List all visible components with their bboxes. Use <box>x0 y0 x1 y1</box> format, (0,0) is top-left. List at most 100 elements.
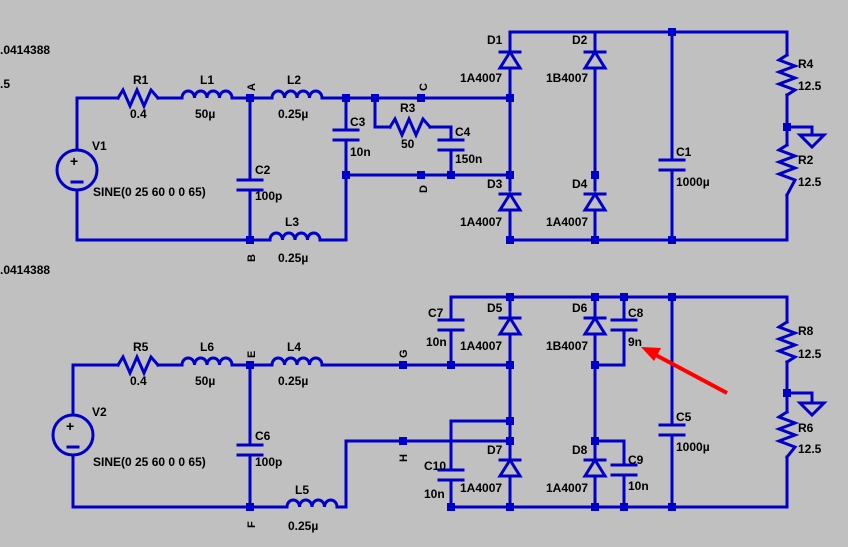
label-d3-value: 1A4007 <box>460 215 502 229</box>
label-d2-value: 1B4007 <box>546 71 588 85</box>
label-d3-name: D3 <box>487 177 503 191</box>
capacitor-c1[interactable] <box>658 158 686 172</box>
label-l4-name: L4 <box>287 340 301 354</box>
label-c10-name: C10 <box>424 459 446 473</box>
label-c10-value: 10n <box>424 487 445 501</box>
resistor-r8[interactable] <box>774 319 800 365</box>
label-c1-value: 1000µ <box>676 175 710 189</box>
node-label-e: E <box>246 351 258 358</box>
capacitor-c4[interactable] <box>437 138 465 152</box>
capacitor-c9[interactable] <box>610 463 638 477</box>
wire <box>593 439 626 467</box>
label-d2-name: D2 <box>572 33 588 47</box>
label-d7-name: D7 <box>487 443 503 457</box>
label-r1-name: R1 <box>133 73 149 87</box>
label-d7-value: 1A4007 <box>460 481 502 495</box>
label-l6-name: L6 <box>200 340 214 354</box>
label-c3-name: C3 <box>350 115 366 129</box>
diode-d3[interactable] <box>497 191 523 212</box>
resistor-r3[interactable] <box>387 115 433 139</box>
capacitor-c8[interactable] <box>610 318 638 332</box>
label-v1-value: SINE(0 25 60 0 0 65) <box>93 185 206 199</box>
capacitor-c10[interactable] <box>437 468 465 482</box>
node-label-a: A <box>246 83 258 91</box>
voltage-source-v1[interactable] <box>55 148 99 192</box>
inductor-l5[interactable] <box>285 498 339 509</box>
label-c7-value: 10n <box>426 335 447 349</box>
label-r8-value: 12.5 <box>798 347 822 361</box>
wire <box>449 455 789 509</box>
label-c7-name: C7 <box>428 306 444 320</box>
label-d4-value: 1A4007 <box>546 215 588 229</box>
capacitor-c6[interactable] <box>236 443 264 457</box>
label-l2-value: 0.25µ <box>278 107 308 121</box>
wire <box>785 125 814 137</box>
top-circuit: + <box>55 28 828 265</box>
clipped-value-3: .0414388 <box>0 263 50 277</box>
label-c8-value: 9n <box>628 335 642 349</box>
clipped-value-1: .0414388 <box>0 43 50 57</box>
label-r6-name: R6 <box>798 421 814 435</box>
resistor-r4[interactable] <box>774 52 800 98</box>
label-l3-value: 0.25µ <box>278 251 308 265</box>
diode-d5[interactable] <box>497 315 523 336</box>
label-c5-name: C5 <box>676 410 692 424</box>
node-label-h: H <box>398 454 410 462</box>
resistor-r1[interactable] <box>115 86 161 110</box>
label-r3-name: R3 <box>400 101 416 115</box>
bottom-circuit: + <box>51 293 828 533</box>
label-r2-value: 12.5 <box>798 175 822 189</box>
junctions <box>246 28 791 244</box>
capacitor-c2[interactable] <box>236 178 264 192</box>
capacitor-c7[interactable] <box>437 318 465 332</box>
label-l5-value: 0.25µ <box>288 519 318 533</box>
label-c4-name: C4 <box>455 125 471 139</box>
diode-d4[interactable] <box>582 191 608 212</box>
capacitor-c3[interactable] <box>332 128 360 142</box>
label-c6-name: C6 <box>255 429 271 443</box>
label-r1-value: 0.4 <box>130 107 147 121</box>
label-l4-value: 0.25µ <box>278 374 308 388</box>
label-d1-name: D1 <box>487 33 503 47</box>
label-d1-value: 1A4007 <box>460 71 502 85</box>
label-l5-name: L5 <box>295 483 309 497</box>
diode-d8[interactable] <box>582 457 608 478</box>
diode-d6[interactable] <box>582 315 608 336</box>
label-v1-name: V1 <box>92 139 107 153</box>
wire <box>449 295 789 324</box>
label-v2-name: V2 <box>92 405 107 419</box>
annotation-arrow <box>641 347 728 395</box>
label-d6-name: D6 <box>572 301 588 315</box>
node-label-c: C <box>418 83 430 91</box>
label-l1-name: L1 <box>200 73 214 87</box>
label-c9-name: C9 <box>628 453 644 467</box>
wire <box>508 193 789 242</box>
label-d6-value: 1B4007 <box>546 339 588 353</box>
label-r8-name: R8 <box>798 324 814 338</box>
diode-d1[interactable] <box>497 49 523 70</box>
label-r4-name: R4 <box>798 57 814 71</box>
plus-sign: + <box>70 153 78 169</box>
inductor-l1[interactable] <box>180 89 234 100</box>
label-r2-name: R2 <box>798 153 814 167</box>
label-r4-value: 12.5 <box>798 79 822 93</box>
label-r5-value: 0.4 <box>130 374 147 388</box>
voltage-source-v2[interactable] <box>51 413 95 457</box>
resistor-r2[interactable] <box>774 142 800 198</box>
label-d5-name: D5 <box>487 301 503 315</box>
wire <box>428 125 453 142</box>
inductor-l6[interactable] <box>180 356 234 367</box>
label-r3-value: 50 <box>401 137 415 151</box>
inductor-l4[interactable] <box>270 356 324 367</box>
resistor-r6[interactable] <box>774 409 800 460</box>
capacitor-c5[interactable] <box>658 423 686 437</box>
label-l1-value: 50µ <box>195 107 215 121</box>
label-c2-value: 100p <box>255 189 282 203</box>
inductor-l3[interactable] <box>268 231 322 242</box>
inductor-l2[interactable] <box>270 89 324 100</box>
diode-d2[interactable] <box>582 49 608 70</box>
resistor-r5[interactable] <box>115 353 161 377</box>
diode-d7[interactable] <box>497 457 523 478</box>
wire <box>593 328 626 367</box>
